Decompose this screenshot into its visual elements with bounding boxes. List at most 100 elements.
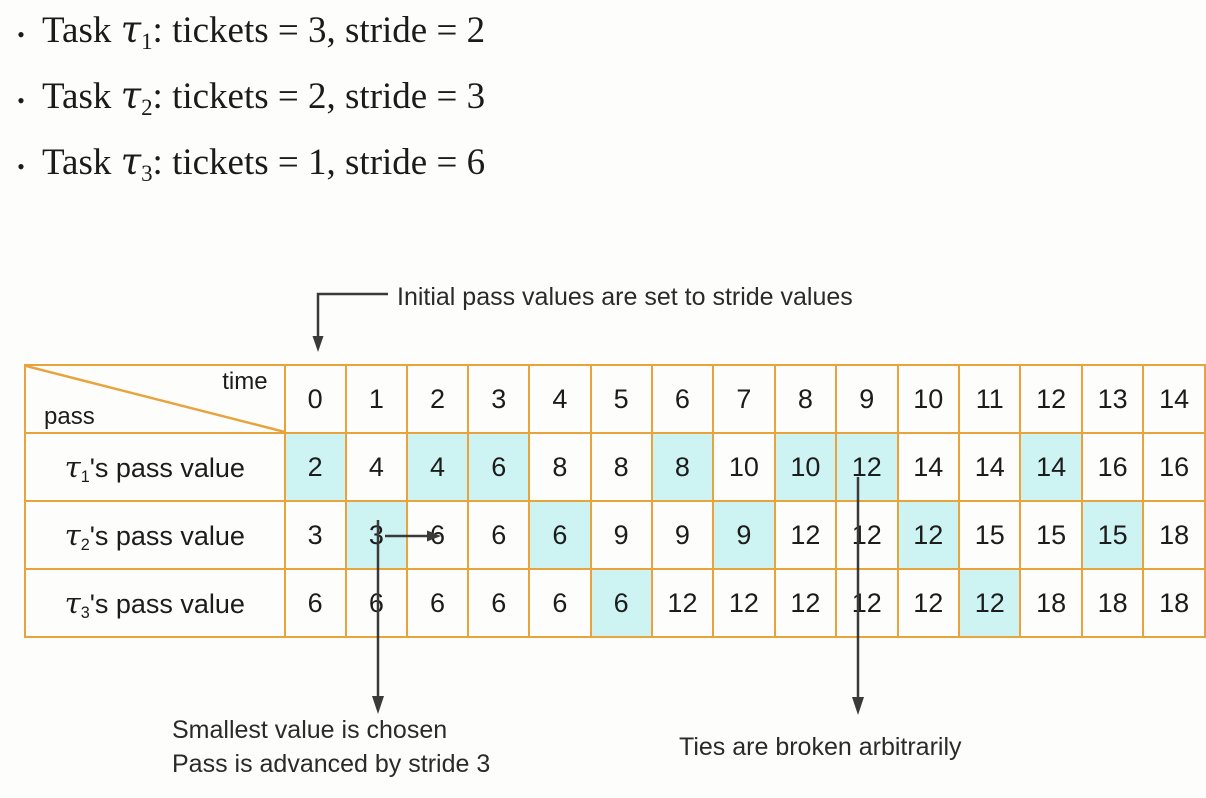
time-axis-label: time <box>222 368 268 395</box>
smallest-value-note-line1: Smallest value is chosen <box>172 716 448 744</box>
pass-value-cell: 15 <box>1080 500 1145 570</box>
tau-symbol: τ <box>120 140 142 183</box>
pass-value-cell: 8 <box>528 432 592 502</box>
time-header-cell: 2 <box>405 364 470 434</box>
tau-symbol: τ <box>120 8 142 51</box>
pass-value-cell: 18 <box>1019 568 1083 638</box>
pass-value-cell: 3 <box>283 500 347 570</box>
pass-value-cell: 10 <box>712 432 776 502</box>
pass-value-cell: 12 <box>712 568 776 638</box>
tau-subscript: 2 <box>80 536 90 555</box>
tau-symbol: τ <box>64 586 81 620</box>
pass-value-cell: 8 <box>650 432 715 502</box>
row-label-text: 's pass value <box>89 521 245 551</box>
pass-value-cell: 9 <box>650 500 715 570</box>
time-header-cell: 11 <box>957 364 1022 434</box>
pass-value-cell: 16 <box>1080 432 1145 502</box>
smallest-value-arrow-icon <box>372 520 384 714</box>
row-label-text: 's pass value <box>89 453 245 483</box>
pass-value-cell: 6 <box>589 568 653 638</box>
row-label: τ2's pass value <box>24 500 286 570</box>
pass-value-cell: 6 <box>467 432 531 502</box>
time-header-cell: 0 <box>283 364 347 434</box>
list-item-label: Task τ3: tickets = 1, stride = 6 <box>42 140 486 186</box>
row-label-text: 's pass value <box>89 589 245 619</box>
pass-value-cell: 12 <box>896 500 960 570</box>
initial-pass-arrow-icon <box>312 292 388 352</box>
pass-value-cell: 14 <box>957 432 1022 502</box>
tau-subscript: 1 <box>141 28 153 54</box>
time-header-cell: 1 <box>344 364 408 434</box>
pass-value-cell: 6 <box>344 568 408 638</box>
pass-value-cell: 10 <box>773 432 838 502</box>
tau-subscript: 3 <box>141 160 153 186</box>
pass-advance-arrow-icon <box>385 530 441 542</box>
pass-value-cell: 12 <box>896 568 960 638</box>
pass-value-cell: 12 <box>957 568 1022 638</box>
pass-value-cell: 6 <box>283 568 347 638</box>
pass-value-cell: 6 <box>528 568 592 638</box>
ties-broken-arrow-icon <box>852 477 864 715</box>
pass-value-cell: 6 <box>467 568 531 638</box>
tau-symbol: τ <box>120 74 142 117</box>
pass-value-cell: 16 <box>1142 432 1206 502</box>
pass-value-cell: 15 <box>957 500 1022 570</box>
bullet-dot-icon: • <box>17 154 25 179</box>
ties-broken-note: Ties are broken arbitrarily <box>679 733 962 761</box>
pass-value-cell: 4 <box>405 432 470 502</box>
pass-value-cell: 18 <box>1080 568 1145 638</box>
pass-value-cell: 14 <box>1019 432 1083 502</box>
time-header-cell: 7 <box>712 364 776 434</box>
tau-symbol: τ <box>64 450 81 484</box>
pass-value-cell: 9 <box>712 500 776 570</box>
time-header-cell: 12 <box>1019 364 1083 434</box>
bullet-dot-icon: • <box>17 22 25 47</box>
time-header-cell: 6 <box>650 364 715 434</box>
tau-subscript: 1 <box>80 468 90 487</box>
pass-value-cell: 12 <box>835 432 899 502</box>
list-item-label: Task τ2: tickets = 2, stride = 3 <box>42 74 486 120</box>
time-header-cell: 4 <box>528 364 592 434</box>
pass-value-cell: 9 <box>589 500 653 570</box>
row-label: τ3's pass value <box>24 568 286 638</box>
list-item: • Task τ1: tickets = 3, stride = 2 <box>0 8 760 74</box>
time-header-cell: 3 <box>467 364 531 434</box>
pass-value-cell: 12 <box>835 500 899 570</box>
task-parameter-list: • Task τ1: tickets = 3, stride = 2 • Tas… <box>0 8 760 206</box>
pass-value-cell: 12 <box>773 500 838 570</box>
time-header-cell: 9 <box>835 364 899 434</box>
time-header-cell: 14 <box>1142 364 1206 434</box>
time-header-cell: 5 <box>589 364 653 434</box>
bullet-dot-icon: • <box>17 88 25 113</box>
smallest-value-note-line2: Pass is advanced by stride 3 <box>172 750 491 778</box>
tau-subscript: 2 <box>141 94 153 120</box>
tau-subscript: 3 <box>80 604 90 623</box>
row-label: τ1's pass value <box>24 432 286 502</box>
tau-symbol: τ <box>64 518 81 552</box>
pass-value-cell: 14 <box>896 432 960 502</box>
smallest-value-note: Smallest value is chosen Pass is advance… <box>172 713 490 781</box>
pass-value-cell: 12 <box>773 568 838 638</box>
axis-corner-cell: time pass <box>24 364 286 434</box>
pass-value-cell: 2 <box>283 432 347 502</box>
pass-value-cell: 6 <box>467 500 531 570</box>
pass-value-cell: 6 <box>528 500 592 570</box>
pass-axis-label: pass <box>44 403 95 430</box>
diagonal-divider-icon <box>26 366 285 432</box>
pass-value-cell: 15 <box>1019 500 1083 570</box>
pass-value-cell: 4 <box>344 432 408 502</box>
list-item: • Task τ3: tickets = 1, stride = 6 <box>0 140 760 206</box>
pass-value-cell: 18 <box>1142 500 1206 570</box>
initial-pass-note: Initial pass values are set to stride va… <box>397 283 853 311</box>
pass-value-cell: 18 <box>1142 568 1206 638</box>
pass-value-cell: 12 <box>650 568 715 638</box>
pass-value-cell: 6 <box>405 568 470 638</box>
time-header-cell: 10 <box>896 364 960 434</box>
time-header-cell: 8 <box>773 364 838 434</box>
time-header-cell: 13 <box>1080 364 1145 434</box>
